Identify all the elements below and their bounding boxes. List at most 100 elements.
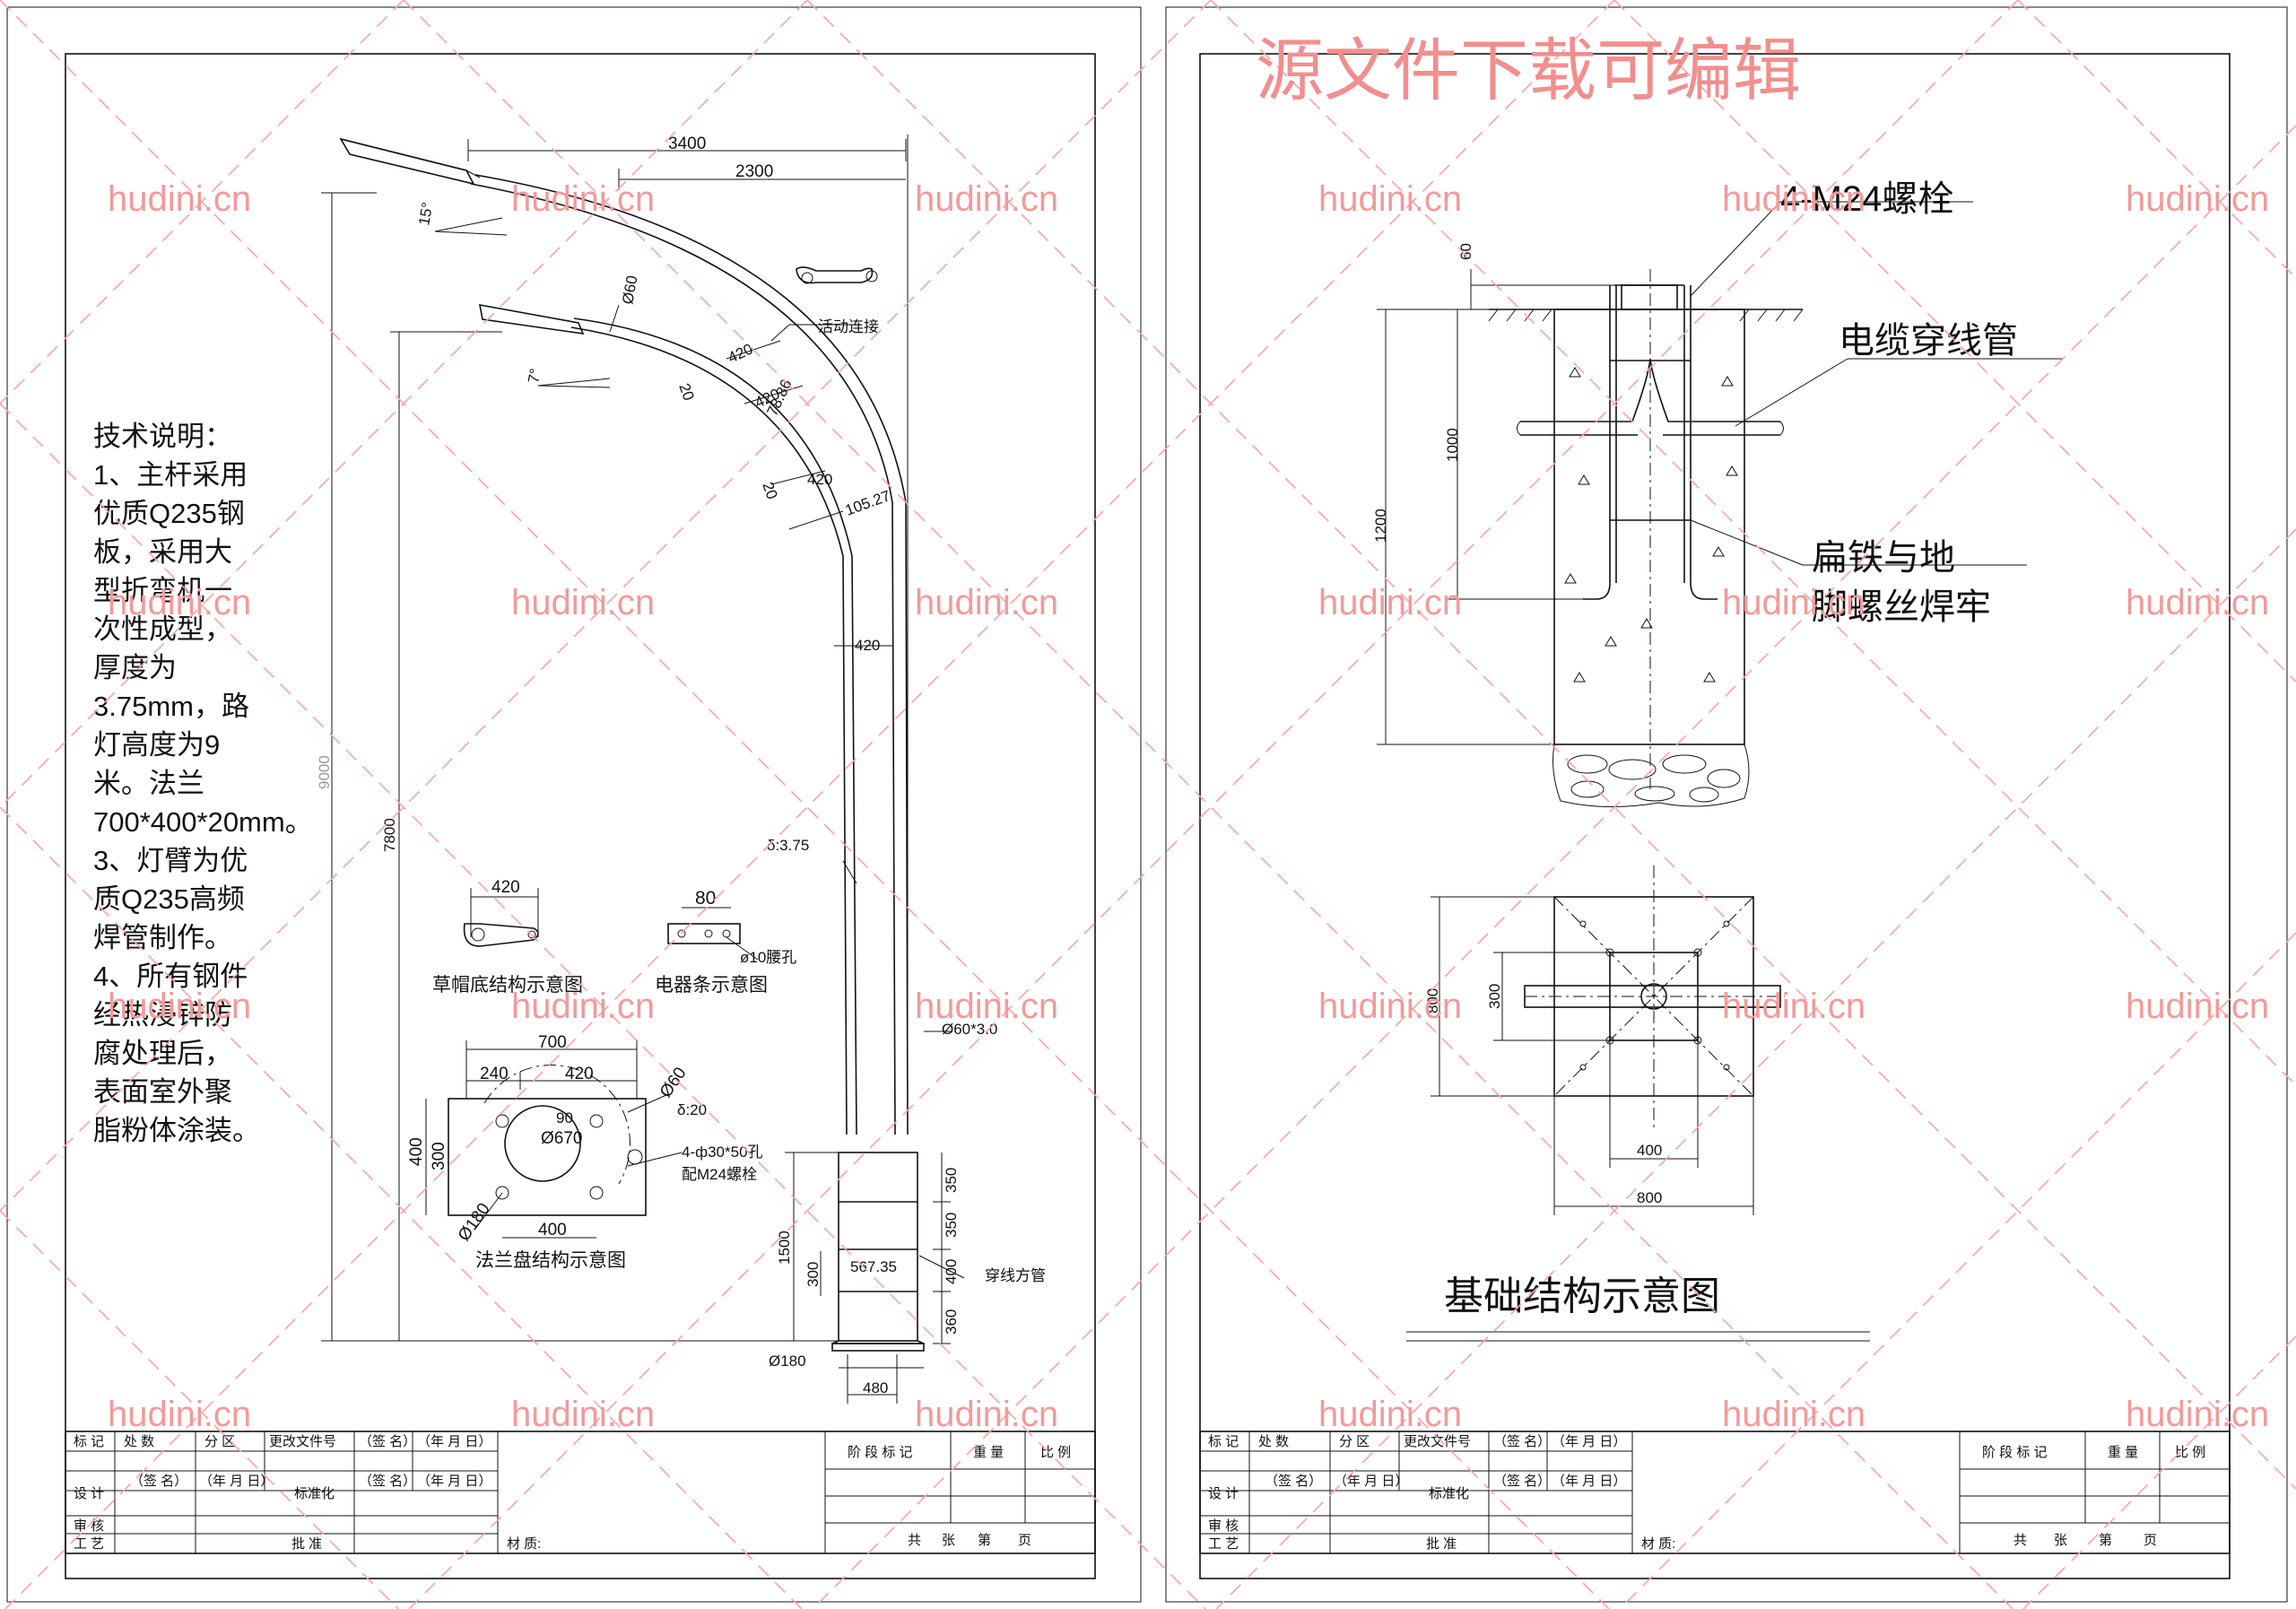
tb-cell: 共 <box>908 1533 921 1548</box>
flange-holes: 4-ф30*50孔 <box>682 1144 763 1161</box>
strip-dim: 80 <box>695 888 716 909</box>
base-dia-180: Ø180 <box>769 1352 806 1370</box>
strip-hole: ø10腰孔 <box>740 949 796 966</box>
tb-cell: 处 数 <box>1258 1434 1289 1449</box>
conduit-label: 穿线方管 <box>985 1267 1046 1284</box>
height-7800: 7800 <box>381 818 398 852</box>
seg-420-d: 420 <box>855 637 880 654</box>
tb-cell: 设 计 <box>74 1486 104 1501</box>
foundation-plan <box>1406 865 1870 1342</box>
socket-dim: 420 <box>491 878 520 897</box>
watermark-site: hudini.cn <box>2126 987 2269 1026</box>
plan-800-v: 800 <box>1424 988 1441 1013</box>
tb-cell: 比 例 <box>1040 1445 1071 1460</box>
note-line: 型折弯机一 <box>93 575 232 606</box>
watermark-site: hudini.cn <box>1318 179 1462 219</box>
tb-cell: （签 名） <box>359 1474 416 1489</box>
watermark-site: hudini.cn <box>108 583 251 622</box>
flange-90: 90 <box>556 1109 573 1126</box>
tb-cell: （年 月 日） <box>1552 1474 1626 1489</box>
foundation-section <box>1377 201 2063 808</box>
note-line: 4、所有钢件 <box>93 961 248 992</box>
tb-cell: （签 名） <box>1493 1474 1551 1489</box>
dim-60: 60 <box>1457 243 1474 260</box>
height-9000: 9000 <box>316 755 333 789</box>
flange-300: 300 <box>430 1142 448 1170</box>
base-1500: 1500 <box>776 1231 793 1265</box>
seg-20-a: 20 <box>675 381 697 403</box>
note-line: 3、灯臂为优 <box>93 845 248 876</box>
flange-detail <box>425 1040 683 1239</box>
pole-elevation <box>321 135 965 1404</box>
tb-cell: 材 质: <box>1641 1536 1675 1552</box>
tb-cell: 设 计 <box>1208 1486 1239 1501</box>
arm-diameter: Ø60 <box>619 274 640 306</box>
foundation-labels: 4-M24螺栓 电缆穿线管 扁铁与地 脚螺丝焊牢 60 1000 1200 80… <box>1372 179 2018 1318</box>
tb-cell: 标准化 <box>294 1486 335 1501</box>
watermark-site: hudini.cn <box>1722 1395 1866 1434</box>
tb-cell: 更改文件号 <box>1404 1434 1471 1449</box>
flange-delta: δ:20 <box>677 1101 707 1118</box>
watermark-site: hudini.cn <box>2126 583 2269 622</box>
tb-cell: 共 <box>2013 1533 2027 1548</box>
tb-cell: 重 量 <box>2108 1445 2138 1460</box>
note-line: 表面室外聚 <box>93 1076 232 1108</box>
pole-labels: 3400 2300 15° 7° Ø60 活动连接 420 420 20 78.… <box>316 135 1046 1396</box>
tb-cell: 阶 段 标 记 <box>1982 1445 2048 1460</box>
tb-cell: （年 月 日） <box>417 1474 491 1489</box>
sec-400: 400 <box>943 1259 960 1284</box>
tb-cell: 分 区 <box>204 1434 235 1449</box>
watermark-site: hudini.cn <box>511 987 655 1026</box>
tb-cell: 更改文件号 <box>269 1434 336 1449</box>
flange-240: 240 <box>480 1065 509 1083</box>
tech-notes: 技术说明： 1、主杆采用 优质Q235钢 板，采用大 型折弯机一 次性成型， 厚… <box>93 421 313 1146</box>
seg-420-c: 420 <box>807 471 832 488</box>
flange-700: 700 <box>538 1033 567 1052</box>
plan-800-h: 800 <box>1637 1189 1662 1206</box>
tb-cell: （签 名） <box>1493 1434 1551 1449</box>
watermark-site: hudini.cn <box>1722 987 1866 1026</box>
tb-cell: （签 名） <box>130 1474 187 1489</box>
left-title-block: 标 记 处 数 分 区 更改文件号 （签 名） （年 月 日） 设 计 （签 名… <box>65 1431 1096 1554</box>
plan-300: 300 <box>1486 984 1503 1009</box>
watermark-site: hudini.cn <box>511 179 655 219</box>
tb-cell: 工 艺 <box>1208 1536 1239 1552</box>
pipe-size: Ø60*3.0 <box>942 1021 997 1038</box>
note-line: 经热浸锌防 <box>93 999 232 1031</box>
hinge-label: 活动连接 <box>818 318 879 335</box>
tb-cell: 张 <box>2054 1533 2067 1548</box>
tb-cell: 张 <box>942 1533 955 1548</box>
tb-cell: （年 月 日） <box>1334 1474 1408 1489</box>
tb-cell: （年 月 日） <box>1552 1434 1626 1449</box>
note-line: 厚度为 <box>93 652 177 683</box>
tb-cell: 处 数 <box>124 1434 154 1449</box>
socket-detail <box>463 888 539 947</box>
right-title-block: 标 记 处 数 分 区 更改文件号 （签 名） （年 月 日） 设 计 （签 名… <box>1199 1431 2231 1554</box>
watermark-site: hudini.cn <box>1318 1395 1462 1434</box>
dim-480: 480 <box>863 1379 888 1396</box>
plan-400: 400 <box>1637 1142 1662 1159</box>
note-line: 板，采用大 <box>93 536 232 568</box>
dim-1200: 1200 <box>1372 509 1389 543</box>
watermark-site: hudini.cn <box>1722 583 1866 622</box>
tb-cell: 重 量 <box>973 1445 1004 1460</box>
note-line: 灯高度为9 <box>93 729 220 761</box>
watermark-site: hudini.cn <box>108 987 251 1026</box>
watermark-site: hudini.cn <box>915 583 1058 622</box>
sec-360: 360 <box>943 1309 960 1335</box>
right-sheet-frame <box>1165 6 2288 1603</box>
tb-cell: 页 <box>2144 1533 2157 1548</box>
watermark-site: hudini.cn <box>1318 583 1462 622</box>
note-line: 脂粉体涂装。 <box>93 1115 260 1146</box>
tb-cell: （年 月 日） <box>417 1434 491 1449</box>
cable-label: 电缆穿线管 <box>1839 321 2018 361</box>
note-line: 技术说明： <box>93 421 232 452</box>
tb-cell: （签 名） <box>1265 1474 1322 1489</box>
tb-cell: 第 <box>2099 1532 2112 1548</box>
note-line: 3.75mm，路 <box>93 691 249 722</box>
note-line: 腐处理后， <box>93 1038 232 1069</box>
tb-cell: 阶 段 标 记 <box>848 1445 913 1460</box>
watermark-banner: 源文件下载可编辑 <box>1256 33 1801 109</box>
watermark-site: hudini.cn <box>1318 987 1462 1026</box>
